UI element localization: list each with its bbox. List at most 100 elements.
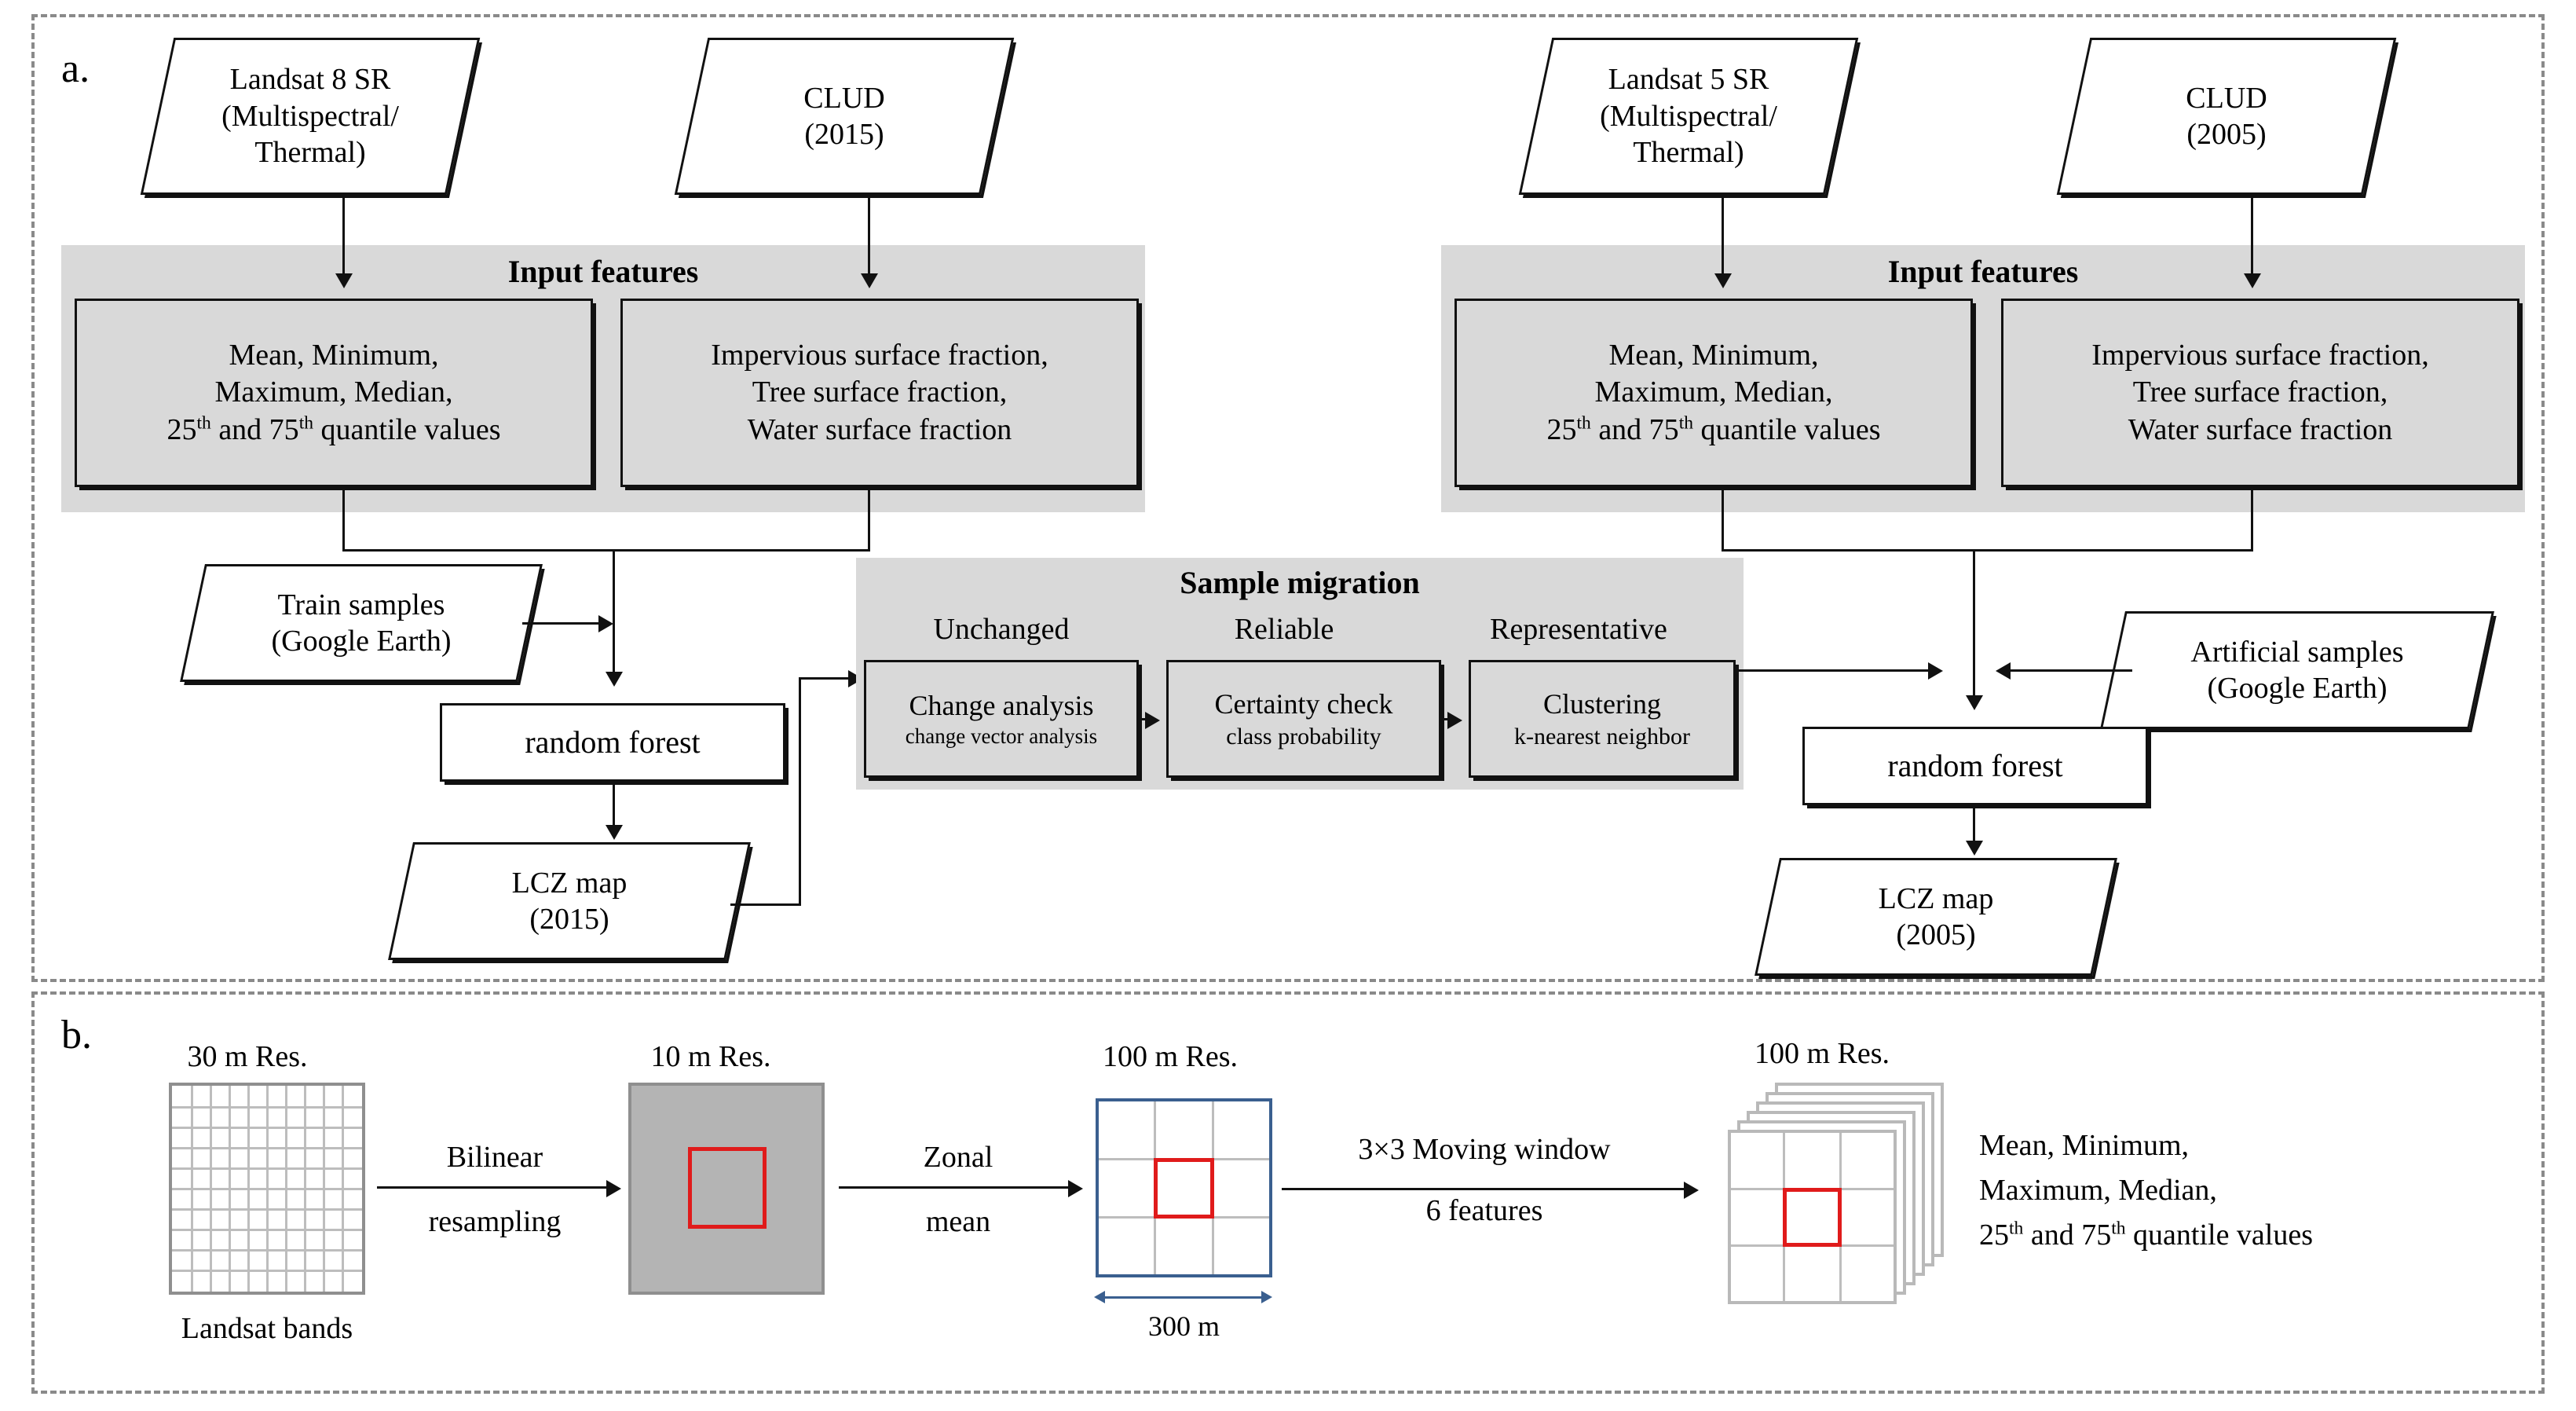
migration-step-change-analysis-main: Change analysis: [909, 689, 1094, 721]
feature-box-spectral-left-line1: Mean, Minimum,: [229, 338, 439, 372]
arrow-landsat8-down: [335, 273, 353, 288]
feature-box-fraction-right-line2: Tree surface fraction,: [2132, 376, 2388, 409]
grid-30m-line-h1: [172, 1106, 362, 1109]
lcz-map-2005-text: LCZ map (2005): [1769, 860, 2102, 973]
bus-right-to-rf: [1973, 549, 1975, 698]
random-forest-right[interactable]: random forest: [1802, 727, 2148, 805]
source-clud-2015-line1: CLUD: [803, 81, 885, 115]
grid-30m-line-h2: [172, 1127, 362, 1129]
connector-clud2005-to-features: [2251, 198, 2253, 277]
panel-b-q25-sup: th: [2009, 1218, 2024, 1239]
source-clud-2005[interactable]: CLUD (2005): [2056, 38, 2397, 195]
source-clud-2015[interactable]: CLUD (2015): [674, 38, 1015, 195]
connector-landsat8-to-features: [342, 198, 345, 277]
connector-lcz2015-into-migration: [799, 677, 854, 680]
lcz-map-2005-line2: (2005): [1896, 918, 1976, 951]
bus-left-fraction-down: [868, 487, 870, 552]
arrow-bilinear-label: Bilinear resampling: [377, 1139, 613, 1241]
source-clud-2015-line2: (2015): [804, 118, 884, 151]
sample-migration-title: Sample migration: [1180, 565, 1420, 600]
lcz-map-2015-line1: LCZ map: [511, 866, 628, 900]
connector-clud2015-to-features: [868, 198, 870, 277]
bus-left-to-rf: [613, 549, 615, 675]
connector-moving-window: [1282, 1188, 1690, 1190]
quantile-tail-right: quantile values: [1693, 412, 1881, 446]
grid-100m-highlight-cell: [1154, 1158, 1214, 1219]
train-samples-text: Train samples (Google Earth): [195, 566, 528, 680]
dim-arrow-left: [1094, 1291, 1105, 1303]
feature-box-spectral-left[interactable]: Mean, Minimum, Maximum, Median, 25th and…: [75, 299, 593, 487]
source-clud-2005-line2: (2005): [2186, 118, 2267, 151]
arrow-certainty-to-clustering: [1447, 712, 1462, 729]
grid-10m: [628, 1083, 825, 1295]
artificial-samples-node[interactable]: Artificial samples (Google Earth): [2100, 611, 2494, 729]
grid-100m: [1096, 1098, 1272, 1277]
lcz-map-2005-node[interactable]: LCZ map (2005): [1755, 858, 2117, 976]
arrow-moving-window-label: 3×3 Moving window 6 features: [1288, 1131, 1681, 1230]
panel-b-letter: b.: [61, 1013, 92, 1057]
connector-train-samples-to-rf: [522, 622, 605, 625]
connector-lcz2015-up: [799, 677, 801, 906]
feature-box-fraction-right[interactable]: Impervious surface fraction, Tree surfac…: [2001, 299, 2519, 487]
connector-lcz2015-right: [730, 903, 801, 906]
feature-box-fraction-left-line2: Tree surface fraction,: [752, 376, 1008, 409]
arrow-rf-right-down: [1966, 841, 1983, 856]
dim-arrow-right: [1261, 1291, 1272, 1303]
lcz-map-2015-text: LCZ map (2015): [403, 845, 736, 958]
migration-step-change-analysis[interactable]: Change analysis change vector analysis: [864, 660, 1139, 778]
connector-rf-right-to-lcz: [1973, 807, 1975, 845]
bus-right-horizontal: [1722, 549, 2253, 552]
lcz-map-2015-node[interactable]: LCZ map (2015): [388, 842, 751, 960]
migration-step-certainty-check[interactable]: Certainty check class probability: [1166, 660, 1441, 778]
input-features-title-right: Input features: [1887, 254, 2079, 289]
arrow-clud2005-down: [2244, 273, 2261, 288]
migration-step-clustering[interactable]: Clustering k-nearest neighbor: [1469, 660, 1736, 778]
source-landsat8-line2: (Multispectral/: [221, 99, 399, 133]
source-landsat8-text: Landsat 8 SR (Multispectral/ Thermal): [159, 40, 461, 192]
arrow-rf-left-down: [606, 825, 623, 840]
train-samples-line2: (Google Earth): [271, 625, 452, 658]
arrow-train-samples-right: [598, 615, 613, 632]
source-clud-2015-text: CLUD (2015): [693, 40, 995, 192]
arrow-bilinear-line1: Bilinear: [446, 1141, 543, 1174]
lcz-map-2015-line2: (2015): [529, 903, 609, 936]
panel-b-features-line1: Mean, Minimum,: [1979, 1129, 2190, 1162]
source-landsat5-line2: (Multispectral/: [1600, 99, 1777, 133]
arrow-migration-out-right: [1928, 662, 1943, 680]
arrow-zonal-line1: Zonal: [923, 1141, 993, 1174]
train-samples-node[interactable]: Train samples (Google Earth): [180, 564, 543, 682]
grid-30m-line-h4: [172, 1167, 362, 1170]
source-landsat5[interactable]: Landsat 5 SR (Multispectral/ Thermal): [1518, 38, 1859, 195]
train-samples-line1: Train samples: [277, 588, 445, 621]
source-landsat5-line3: Thermal): [1633, 136, 1744, 170]
panel-b-features-text: Mean, Minimum, Maximum, Median, 25th and…: [1979, 1123, 2529, 1258]
q75-right: and 75: [1590, 412, 1679, 446]
arrow-zonal-label: Zonal mean: [840, 1139, 1076, 1241]
source-landsat8[interactable]: Landsat 8 SR (Multispectral/ Thermal): [140, 38, 481, 195]
arrow-zonal-line2: mean: [925, 1204, 991, 1238]
panel-b-q75: and 75: [2023, 1219, 2112, 1252]
feature-box-spectral-right[interactable]: Mean, Minimum, Maximum, Median, 25th and…: [1454, 299, 1973, 487]
arrow-moving-window-line2: 6 features: [1425, 1193, 1543, 1227]
input-features-title-left: Input features: [507, 254, 699, 289]
grid-30m-line-h3: [172, 1147, 362, 1149]
grid-30m-line-h5: [172, 1188, 362, 1190]
migration-step-caption-reliable: Reliable: [1234, 613, 1334, 646]
grid-10m-label: 10 m Res.: [650, 1040, 771, 1073]
q75-left: and 75: [210, 412, 299, 446]
feature-box-spectral-left-line2: Maximum, Median,: [214, 376, 453, 409]
source-landsat5-line1: Landsat 5 SR: [1608, 63, 1769, 97]
dim-line-300m: [1103, 1296, 1264, 1299]
feature-box-fraction-right-line3: Water surface fraction: [2128, 412, 2393, 446]
artificial-samples-line1: Artificial samples: [2190, 635, 2404, 669]
q25-sup-left: th: [196, 412, 211, 434]
source-landsat8-line3: Thermal): [254, 136, 366, 170]
migration-step-certainty-check-sub: class probability: [1226, 723, 1381, 749]
panel-b-quantile-tail: quantile values: [2125, 1219, 2314, 1252]
bus-left-horizontal: [342, 549, 870, 552]
feature-box-fraction-left[interactable]: Impervious surface fraction, Tree surfac…: [620, 299, 1139, 487]
lcz-map-2005-line1: LCZ map: [1878, 881, 1994, 915]
grid-30m-line-h7: [172, 1229, 362, 1231]
random-forest-left[interactable]: random forest: [440, 703, 785, 782]
